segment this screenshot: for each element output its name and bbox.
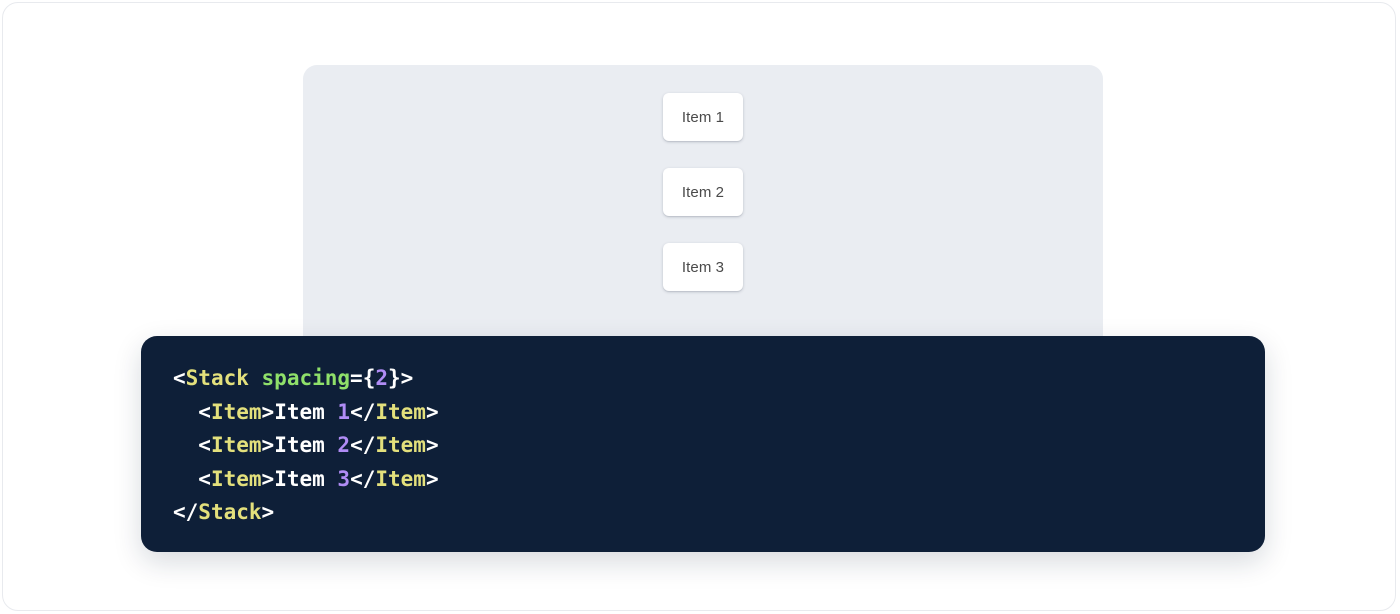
code-root: <Stack spacing={2}> <Item>Item 1</Item> … <box>173 362 1235 530</box>
code-token-tag: Stack <box>198 500 262 525</box>
code-token-num: 1 <box>337 399 351 424</box>
code-token-punct: > <box>261 433 275 458</box>
code-token-tag: Item <box>210 433 262 458</box>
code-token-text: Item <box>274 399 338 424</box>
code-token-text: Item <box>274 466 338 491</box>
code-token-tag: Item <box>375 399 426 424</box>
code-token-tag: Item <box>210 399 262 424</box>
code-token-tag: Item <box>210 466 262 491</box>
code-token-punct: > <box>261 500 275 525</box>
code-line: <Item>Item 2</Item> <box>173 429 1235 463</box>
code-token-tag: Item <box>375 466 426 491</box>
code-token-punct: > <box>425 399 439 424</box>
stack-item[interactable]: Item 3 <box>663 243 743 291</box>
code-token-punct: </ <box>350 399 376 424</box>
code-token-punct: > <box>261 466 275 491</box>
stack-container: Item 1 Item 2 Item 3 <box>303 65 1103 291</box>
code-line: <Item>Item 1</Item> <box>173 396 1235 430</box>
component-preview-panel: Item 1 Item 2 Item 3 <box>303 65 1103 355</box>
code-token-tag: Stack <box>185 366 249 390</box>
code-token-punct: < <box>198 433 211 458</box>
code-token-num: 2 <box>375 366 388 390</box>
code-token-num: 3 <box>337 466 351 491</box>
code-token-punct: < <box>198 399 211 424</box>
code-token-attr: spacing <box>261 366 351 390</box>
code-token-punct: > <box>425 466 439 491</box>
code-token-num: 2 <box>337 433 351 458</box>
code-token-text <box>249 366 262 390</box>
stack-item[interactable]: Item 1 <box>663 93 743 141</box>
stack-item[interactable]: Item 2 <box>663 168 743 216</box>
code-token-punct: < <box>198 466 211 491</box>
code-token-punct: }> <box>388 366 414 390</box>
code-token-punct: ={ <box>350 366 376 390</box>
code-token-tag: Item <box>375 433 426 458</box>
code-snippet-panel[interactable]: <Stack spacing={2}> <Item>Item 1</Item> … <box>141 336 1265 552</box>
code-token-punct: </ <box>350 466 376 491</box>
code-line: <Item>Item 3</Item> <box>173 463 1235 497</box>
code-token-punct: </ <box>173 500 199 525</box>
code-token-punct: </ <box>350 433 376 458</box>
code-snippet: <Stack spacing={2}> <Item>Item 1</Item> … <box>173 362 1235 530</box>
code-token-text: Item <box>274 433 338 458</box>
code-token-punct: < <box>173 366 186 390</box>
code-token-punct: > <box>425 433 439 458</box>
code-line: <Stack spacing={2}> <box>173 362 1235 396</box>
code-token-punct: > <box>261 399 275 424</box>
code-line: </Stack> <box>173 496 1235 530</box>
